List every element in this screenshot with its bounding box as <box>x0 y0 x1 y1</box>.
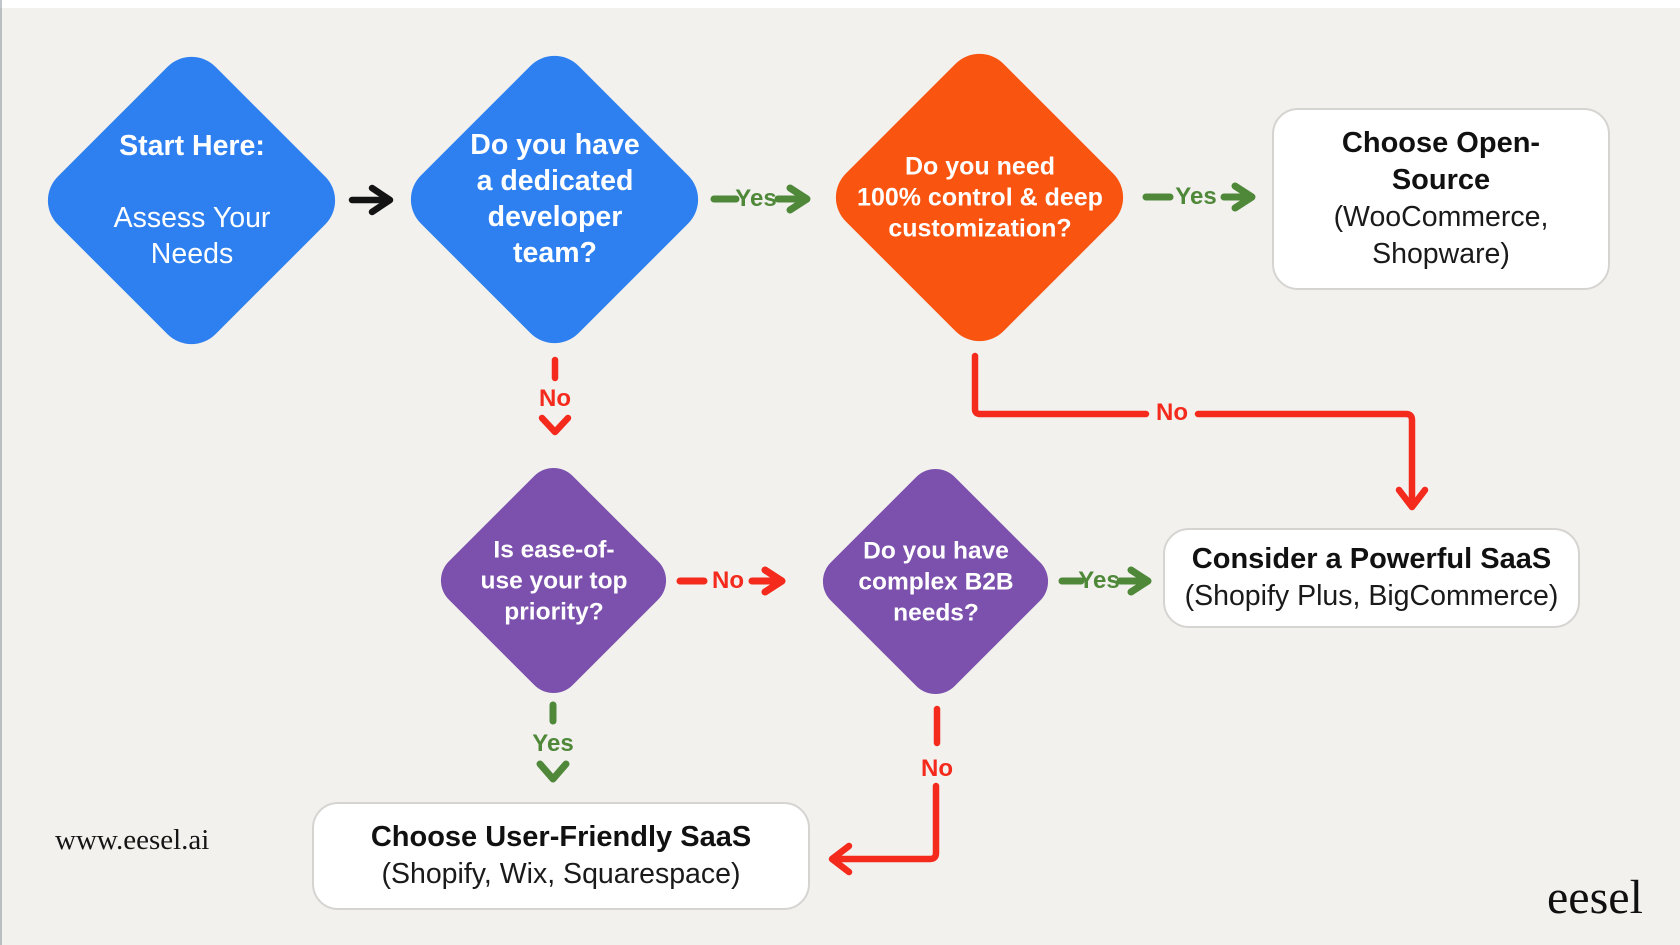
edge-b2b-no-elbow <box>828 705 941 876</box>
powerful-saas-title: Consider a Powerful SaaS <box>1191 543 1552 575</box>
elbow-segment <box>1194 410 1416 505</box>
ease-of-use-node-label: Is ease-of- use your top priority? <box>480 536 628 626</box>
open-source-title: Choose Open- Source <box>1341 127 1541 196</box>
start-node-label: Start Here: Assess Your Needs <box>114 92 271 308</box>
label-control-no: No <box>1156 399 1188 426</box>
arrow-down-icon <box>538 414 572 436</box>
label-control-yes: Yes <box>1175 183 1217 210</box>
result-open-source-box: Choose Open- Source (WooCommerce, Shopwa… <box>1272 108 1610 290</box>
start-node-title: Start Here: <box>119 130 265 162</box>
arrow-right-icon <box>786 184 811 214</box>
edge-control-no-elbow <box>971 352 1429 511</box>
arrow-left-icon <box>828 842 853 876</box>
powerful-saas-subtitle: (Shopify Plus, BigCommerce) <box>1184 580 1559 612</box>
user-friendly-saas-subtitle: (Shopify, Wix, Squarespace) <box>381 858 741 890</box>
arrow-down-icon <box>536 760 570 783</box>
arrow-right-icon <box>1231 182 1256 212</box>
arrow-right-icon <box>1127 566 1152 596</box>
left-border-strip <box>0 0 2 945</box>
start-node-subtitle: Assess Your Needs <box>113 202 271 270</box>
elbow-segment <box>971 352 1150 418</box>
brand-logo: eesel <box>1547 871 1643 924</box>
arrow-right-icon <box>368 184 394 216</box>
label-dev-team-yes: Yes <box>735 185 777 212</box>
user-friendly-saas-title: Choose User-Friendly SaaS <box>370 821 752 853</box>
arrow-down-icon <box>1395 486 1429 511</box>
label-dev-team-no: No <box>539 385 571 412</box>
top-border-strip <box>0 0 1680 8</box>
elbow-segment <box>834 782 940 863</box>
arrow-right-icon <box>761 566 786 596</box>
label-ease-no: No <box>712 567 744 594</box>
dev-team-node-label: Do you have a dedicated developer team? <box>470 129 640 269</box>
control-node-label: Do you need 100% control & deep customiz… <box>857 152 1103 243</box>
result-powerful-saas-box: Consider a Powerful SaaS (Shopify Plus, … <box>1163 528 1580 628</box>
b2b-node-label: Do you have complex B2B needs? <box>858 537 1014 627</box>
label-b2b-no: No <box>921 755 953 782</box>
edge-start-to-dev-team <box>348 184 394 216</box>
label-b2b-yes: Yes <box>1078 567 1120 594</box>
result-user-friendly-saas-box: Choose User-Friendly SaaS (Shopify, Wix,… <box>312 802 810 910</box>
website-url: www.eesel.ai <box>55 824 210 856</box>
label-ease-yes: Yes <box>532 730 574 757</box>
open-source-subtitle: (WooCommerce, Shopware) <box>1333 201 1549 270</box>
